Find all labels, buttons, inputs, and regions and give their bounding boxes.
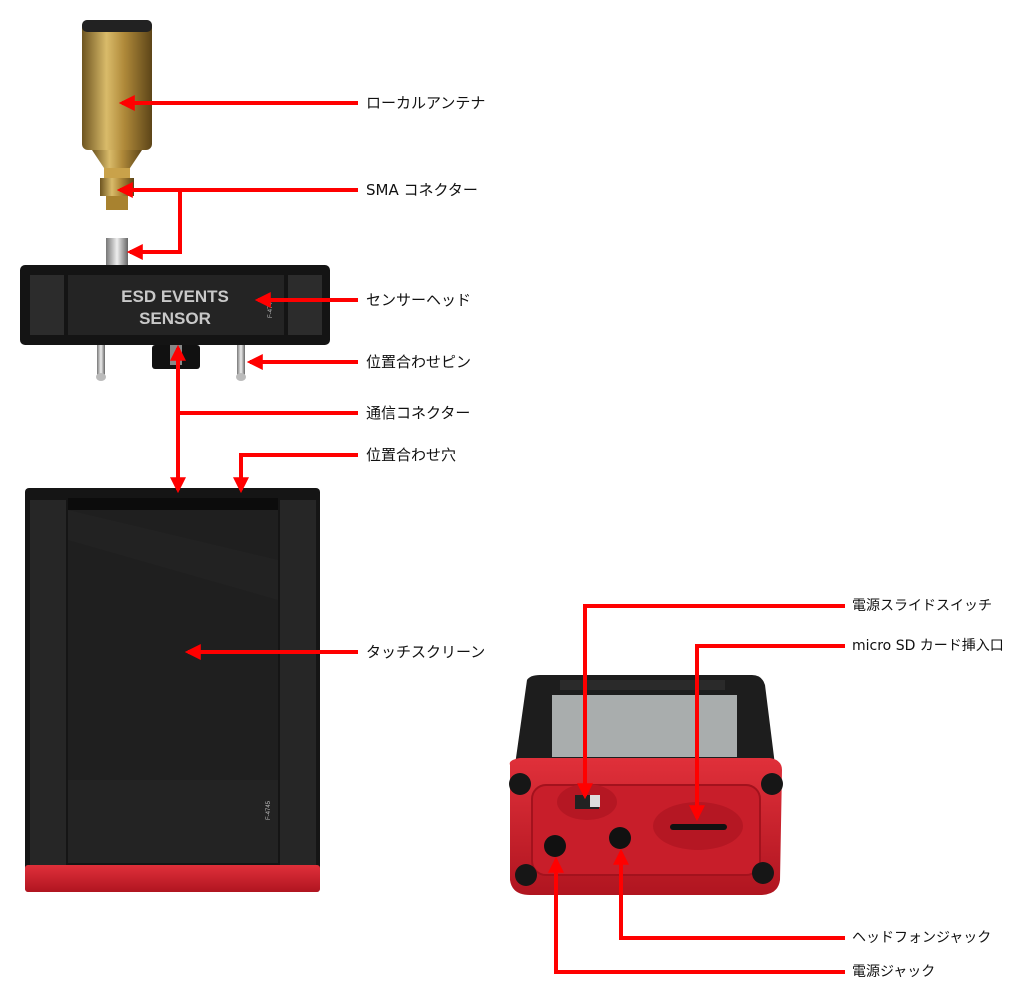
label-alignment-hole: 位置合わせ穴 — [366, 446, 457, 464]
callout-arrows — [116, 95, 845, 974]
device-bottom-view — [509, 675, 783, 895]
label-sma-connector: SMA コネクター — [366, 181, 478, 199]
micro-sd-slot[interactable] — [670, 824, 727, 830]
arrow-power-jack — [548, 856, 845, 974]
label-power-jack: 電源ジャック — [852, 964, 936, 980]
label-comm-connector: 通信コネクター — [366, 404, 471, 422]
label-sensor-head: センサーヘッド — [366, 291, 472, 309]
sensor-head: ESD EVENTS SENSOR F-4742 — [20, 265, 330, 345]
arrow-alignment-hole — [233, 453, 358, 494]
label-headphone-jack: ヘッドフォンジャック — [852, 930, 992, 946]
label-touch-screen: タッチスクリーン — [366, 643, 486, 661]
main-unit: F-4745 — [25, 488, 320, 892]
local-antenna — [82, 20, 152, 168]
label-micro-sd-slot: micro SD カード挿入口 — [852, 638, 1004, 654]
unit-part-number: F-4745 — [266, 800, 272, 820]
label-local-antenna: ローカルアンテナ — [366, 94, 486, 112]
arrow-micro-sd — [689, 644, 845, 822]
arrow-power-slide-switch — [577, 604, 845, 800]
arrow-sma-connector-bottom — [126, 190, 182, 260]
head-label-line2: SENSOR — [139, 309, 211, 328]
label-power-slide-switch: 電源スライドスイッチ — [852, 598, 992, 614]
headphone-jack — [609, 827, 631, 849]
arrow-headphone-jack — [613, 848, 845, 940]
head-part-number: F-4742 — [268, 298, 274, 318]
head-label-line1: ESD EVENTS — [121, 287, 229, 306]
alignment-pins — [96, 345, 246, 381]
sma-connector — [100, 168, 134, 265]
power-jack — [544, 835, 566, 857]
label-alignment-pin: 位置合わせピン — [366, 353, 472, 371]
